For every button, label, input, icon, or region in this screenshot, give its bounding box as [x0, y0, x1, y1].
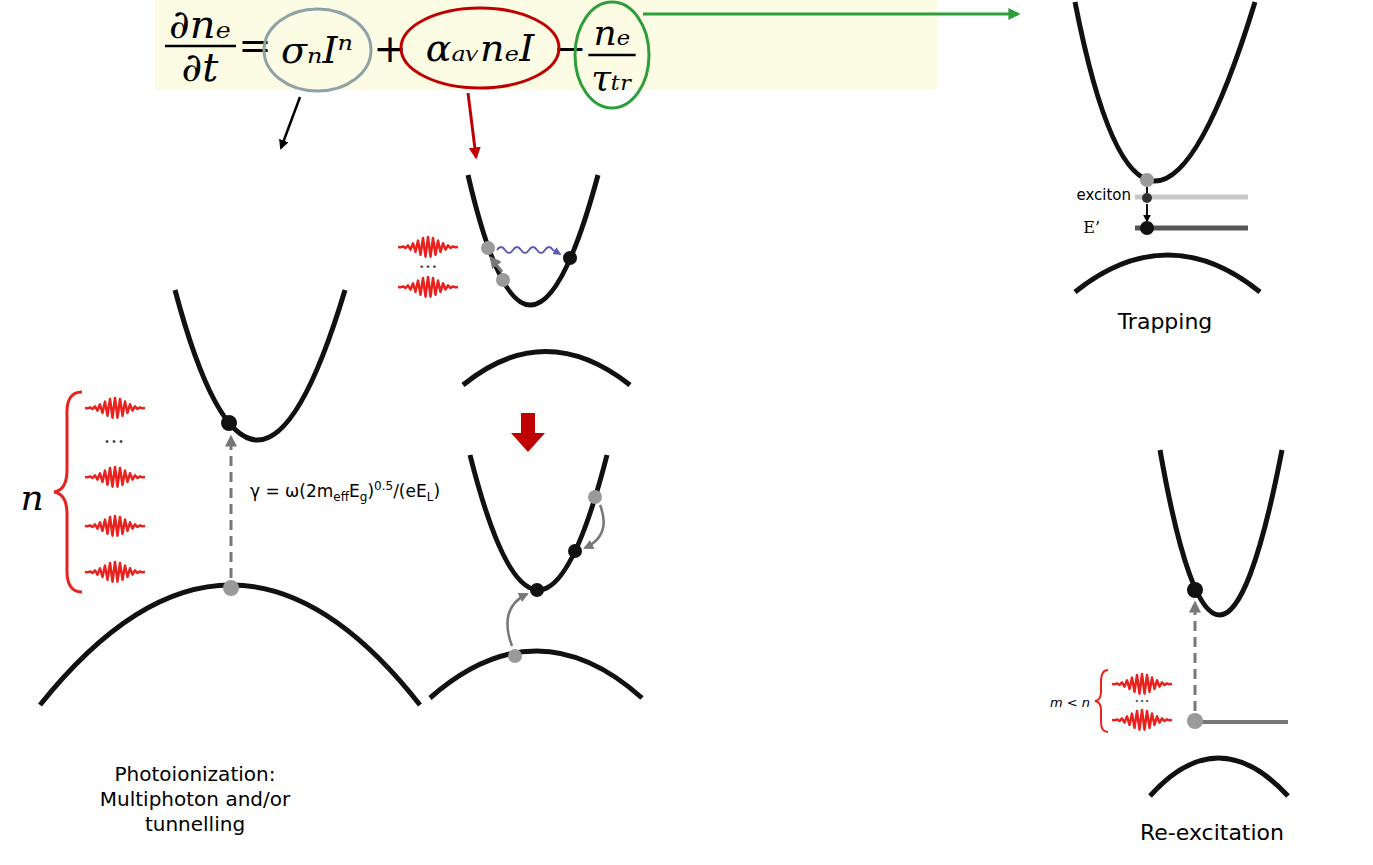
electron-dot [1140, 221, 1154, 235]
fraction-numerator: nₑ [593, 15, 630, 51]
laser-pulse [85, 562, 145, 582]
electron-dot [563, 251, 577, 265]
formula-part: E [349, 481, 360, 501]
term-ellipse-line [575, 2, 649, 108]
figure-caption: Re-excitation [1140, 822, 1284, 844]
electron-dot [1140, 173, 1154, 187]
level-label: E’ [1083, 220, 1100, 236]
curly-bracket [54, 392, 82, 592]
term-ellipse: nₑ τₜᵣ [573, 0, 651, 110]
level-label: exciton [1076, 188, 1131, 203]
valence-band [430, 651, 642, 698]
valence-band [1075, 255, 1260, 292]
laser-pulse [398, 277, 458, 297]
operator: = [238, 25, 272, 65]
laser-pulse [1112, 710, 1172, 730]
conduction-band [468, 175, 598, 305]
electron-dot [481, 241, 495, 255]
conduction-band [1160, 450, 1282, 615]
decay-step [1146, 187, 1148, 193]
leader-arrow [468, 93, 476, 157]
electron-dot [530, 583, 544, 597]
laser-pulse [85, 398, 145, 418]
term-ellipse: αₐᵥnₑI [399, 6, 561, 90]
hole-dot [508, 649, 522, 663]
decay-arrow [1146, 204, 1148, 221]
gamma-formula: γ = ω(2meffEg)0.5/(eEL) [250, 477, 440, 507]
bracket-label: m < n [1050, 696, 1090, 709]
electron-dot [1142, 193, 1152, 203]
conduction-band [470, 455, 607, 590]
absorption-arrow [491, 258, 502, 272]
equation-band: ∂nₑ∂t=+−σₙIⁿαₐᵥnₑInₑτₜᵣ [155, 0, 937, 90]
energy-transfer-wave [497, 247, 560, 254]
electron-dot [221, 415, 237, 431]
leader-arrow [281, 97, 300, 148]
impact-ionization-arrow [507, 594, 527, 646]
electron-dot [1187, 713, 1203, 729]
term-ellipse-line [401, 8, 559, 88]
figure-caption: Trapping [1118, 311, 1213, 333]
excitation-arrow [1194, 603, 1197, 711]
valence-band [463, 352, 630, 386]
term-ellipse: σₙIⁿ [262, 7, 373, 93]
equation-term: αₐᵥnₑI [426, 29, 534, 67]
formula-subscript: g [360, 490, 368, 504]
electron-dot [588, 490, 602, 504]
term-ellipse-line [264, 9, 371, 91]
fraction-bar [588, 54, 635, 57]
bracket-label: n [20, 480, 43, 516]
conduction-band [1075, 2, 1255, 181]
valence-band [1150, 758, 1288, 796]
relaxation-arrow [585, 505, 604, 548]
electron-dot [1187, 582, 1203, 598]
trapping-figure [1075, 2, 1260, 292]
reexcitation-figure [1095, 450, 1288, 796]
formula-part: /(eE [393, 481, 427, 501]
formula-subscript: eff [333, 490, 349, 504]
curly-bracket [1095, 670, 1108, 732]
electron-dot [496, 273, 510, 287]
laser-pulse [85, 467, 145, 487]
ellipsis: ... [418, 251, 437, 271]
fraction-denominator: τₜᵣ [591, 60, 632, 96]
valence-band [40, 585, 420, 705]
formula-part: ) [367, 481, 374, 501]
fraction-numerator: ∂nₑ [169, 4, 231, 44]
fraction-denominator: ∂t [182, 47, 219, 87]
formula-part: γ = ω(2m [250, 481, 333, 501]
formula-subscript: L [427, 490, 434, 504]
ellipsis: ... [1134, 689, 1149, 705]
photoionization-figure [40, 290, 420, 705]
formula-part: ) [433, 481, 440, 501]
trap-level [1190, 720, 1288, 724]
step-arrow [511, 413, 545, 452]
equation-term: σₙIⁿ [281, 31, 353, 69]
formula-superscript: 0.5 [374, 479, 393, 493]
laser-pulse [85, 516, 145, 536]
electron-dot [568, 544, 582, 558]
exciton-level [1135, 195, 1248, 200]
excitation-arrow [230, 437, 233, 578]
figure-caption: Photoionization: Multiphoton and/or tunn… [70, 762, 320, 837]
hole-dot [223, 580, 239, 596]
conduction-band [175, 290, 345, 440]
ellipsis: ... [104, 425, 125, 447]
avalanche-figure [398, 175, 642, 698]
leader-arrow [643, 13, 1018, 16]
